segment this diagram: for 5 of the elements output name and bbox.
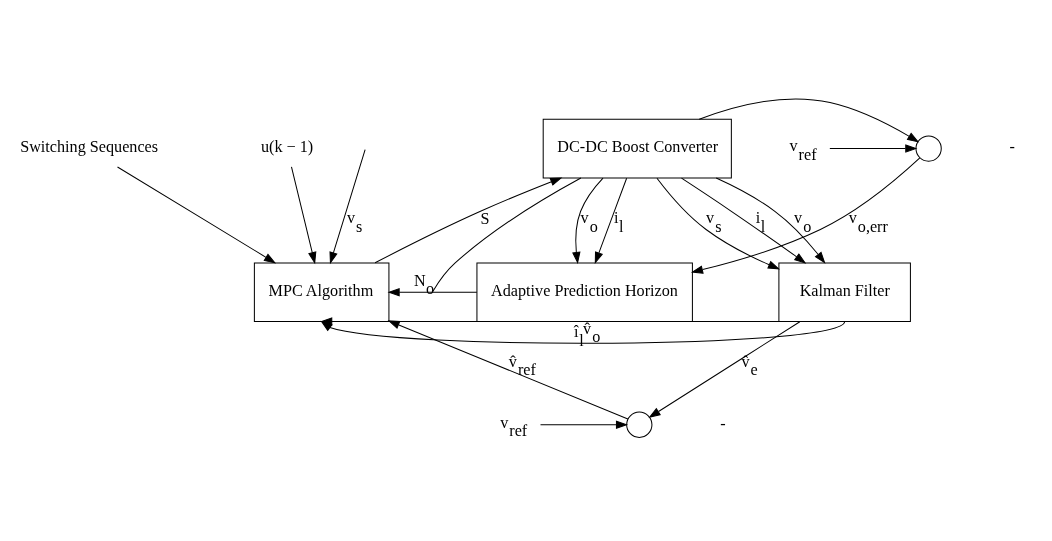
node-text: u(k − 1) <box>260 137 314 155</box>
label: - <box>1009 137 1015 155</box>
edge-label: S <box>480 209 490 227</box>
label: - <box>720 414 726 432</box>
node-text: Switching Sequences <box>20 137 159 155</box>
